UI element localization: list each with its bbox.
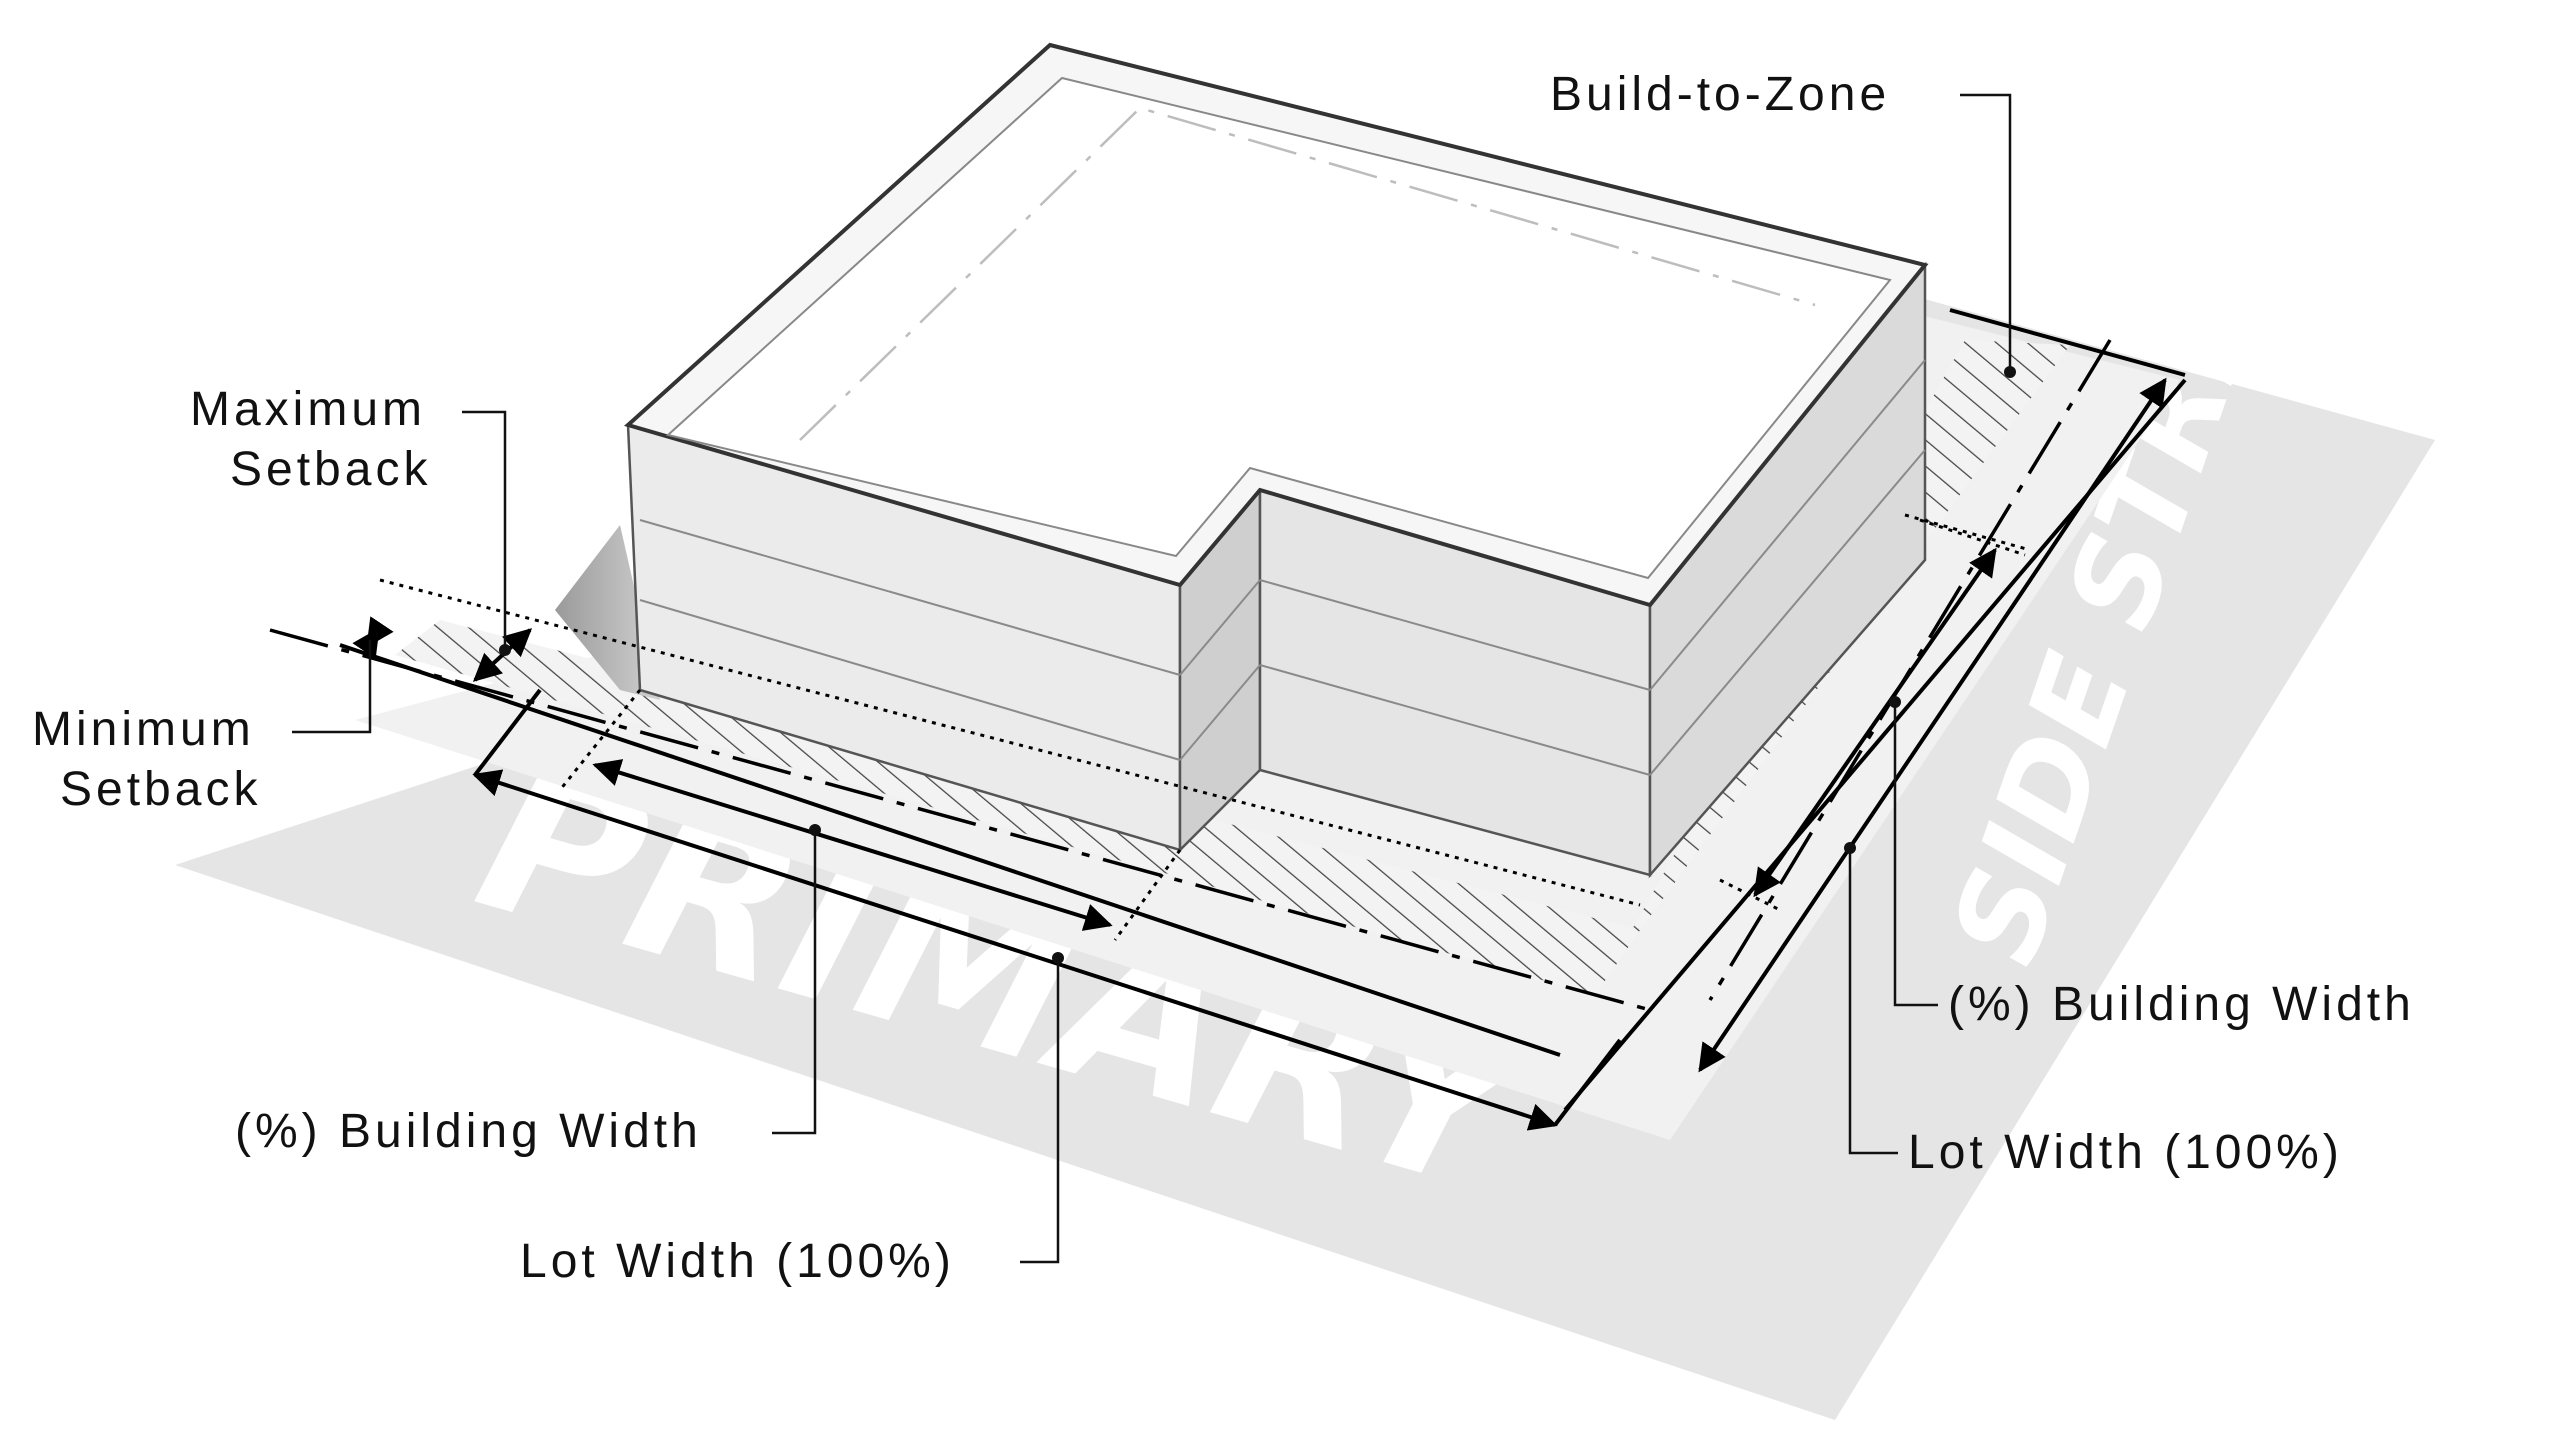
leader-building-width-side <box>1893 702 1938 1007</box>
label-min-setback-line2: Setback <box>60 763 261 816</box>
max-setback-line-front <box>379 578 1641 907</box>
leader-lot-width-side <box>1848 848 1898 1155</box>
lot-width-tick-primary-left <box>473 688 542 777</box>
label-lot-width-side: Lot Width (100%) <box>1908 1126 2343 1179</box>
leader-dot-max-setback <box>499 644 511 656</box>
lot-width-arrow-primary <box>472 769 1558 1131</box>
leader-min-setback <box>292 640 372 734</box>
building-roof <box>665 76 1892 580</box>
label-build-to-zone: Build-to-Zone <box>1550 68 1890 121</box>
leader-lot-width-primary <box>1020 958 1060 1264</box>
label-lot-width-primary: Lot Width (100%) <box>520 1235 955 1288</box>
label-building-width-side: (%) Building Width <box>1948 978 2415 1031</box>
leader-max-setback <box>462 410 507 648</box>
lot-width-arrow-side <box>1698 377 2167 1073</box>
label-max-setback-line1: Maximum <box>190 383 426 436</box>
building-shadow <box>555 525 660 700</box>
roof-setback-line <box>799 106 1816 441</box>
leader-dot-lot-width-primary <box>1052 952 1064 964</box>
lot-width-tick-primary-right <box>1553 1038 1622 1127</box>
leader-dot-build-to-zone <box>2004 366 2016 378</box>
leader-building-width-primary <box>772 830 817 1135</box>
leader-build-to-zone <box>1960 93 2012 370</box>
leader-dot-building-width-side <box>1889 696 1901 708</box>
building-width-ext-front-left <box>558 689 642 791</box>
leader-dot-building-width-primary <box>809 824 821 836</box>
lot-line-top-edge <box>1949 308 2186 377</box>
label-building-width-primary: (%) Building Width <box>235 1105 702 1158</box>
label-max-setback-line2: Setback <box>230 443 431 496</box>
label-min-setback-line1: Minimum <box>32 703 255 756</box>
leader-dot-lot-width-side <box>1844 842 1856 854</box>
